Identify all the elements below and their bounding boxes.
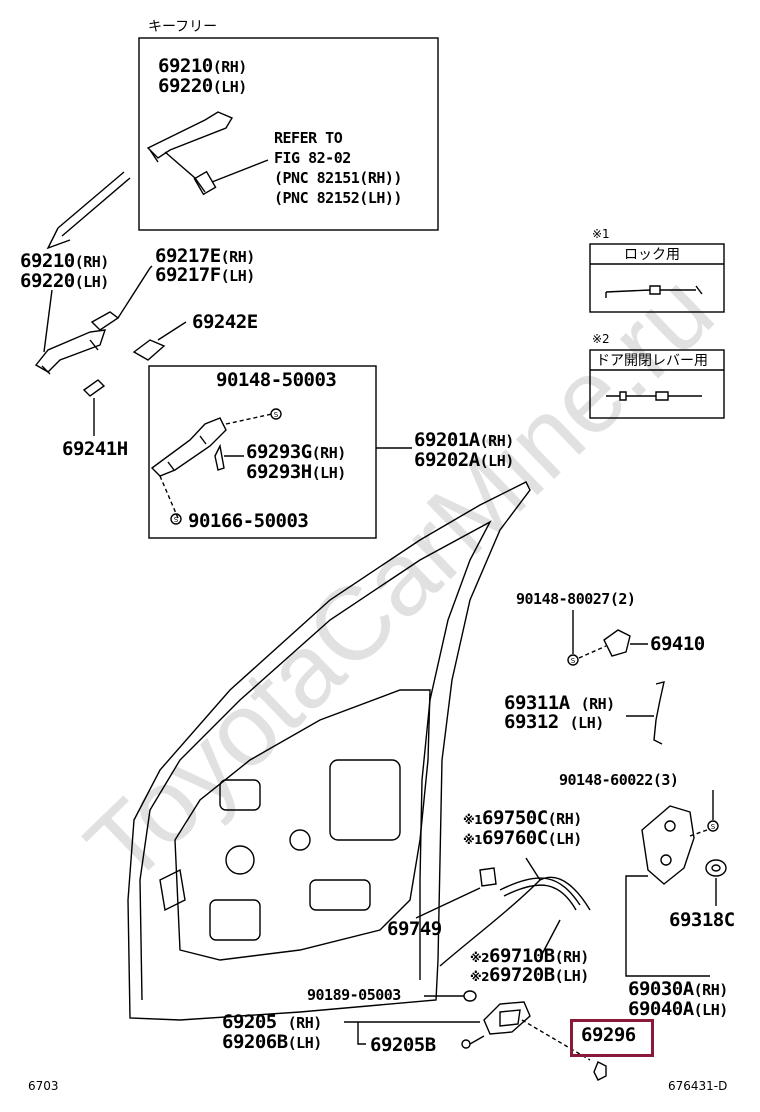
arrow-icon	[46, 177, 131, 250]
note-1-label: ロック用	[624, 247, 680, 263]
part-69750c[interactable]: ※169750C(RH)	[463, 807, 582, 829]
note-2-mark: ※2	[592, 332, 610, 346]
door-panel	[127, 481, 531, 1021]
inside-handle	[483, 1001, 531, 1035]
keyfree-box	[138, 37, 439, 231]
pad-69241h	[82, 379, 106, 397]
part-69220[interactable]: 69220(LH)	[20, 270, 109, 292]
part-69205[interactable]: 69205 (RH)	[222, 1011, 322, 1033]
part-69293h[interactable]: 69293H(LH)	[246, 461, 346, 483]
part-69210-keyfree[interactable]: 69210(RH)	[158, 55, 247, 77]
cap-69318c	[705, 859, 727, 877]
screw-marker: S	[274, 411, 279, 419]
handle-frame	[150, 417, 227, 477]
clip-69749	[479, 867, 497, 887]
part-69410[interactable]: 69410	[650, 633, 705, 655]
screw-marker: S	[711, 823, 716, 831]
refer-line-2[interactable]: FIG 82-02	[274, 149, 351, 167]
part-69217f[interactable]: 69217F(LH)	[155, 264, 255, 286]
screw-90166-50003[interactable]: 90166-50003	[188, 510, 309, 532]
part-69241h[interactable]: 69241H	[62, 438, 128, 460]
footer-right-code: 676431-D	[668, 1079, 728, 1093]
legend-box-1	[589, 243, 725, 313]
screw-marker: S	[571, 657, 576, 665]
part-69217e[interactable]: 69217E(RH)	[155, 245, 255, 267]
part-69293g[interactable]: 69293G(RH)	[246, 441, 346, 463]
refer-line-1: REFER TO	[274, 129, 343, 147]
part-69040a[interactable]: 69040A(LH)	[628, 998, 728, 1020]
screw-90148-80027[interactable]: 90148-80027(2)	[516, 590, 636, 608]
part-69720b[interactable]: ※269720B(LH)	[470, 964, 589, 986]
pad-69242e	[132, 339, 166, 361]
part-69242e[interactable]: 69242E	[192, 311, 258, 333]
lock-69030a	[641, 805, 695, 885]
footer-left-code: 6703	[28, 1079, 59, 1093]
part-69202a[interactable]: 69202A(LH)	[414, 449, 514, 471]
part-69749[interactable]: 69749	[387, 918, 442, 940]
part-69030a[interactable]: 69030A(RH)	[628, 978, 728, 1000]
screw-marker: S	[174, 516, 179, 524]
handle-cap	[90, 311, 120, 331]
part-69318c[interactable]: 69318C	[669, 909, 735, 931]
cable-69750c	[499, 877, 581, 906]
frame-box	[148, 365, 377, 539]
note-2-label: ドア開閉レバー用	[596, 353, 708, 369]
cable-69710b	[439, 876, 591, 967]
screw-90189-05003[interactable]: 90189-05003	[307, 986, 401, 1004]
part-69210[interactable]: 69210(RH)	[20, 250, 109, 272]
keyfree-handle	[146, 111, 234, 159]
refer-line-4: (PNC 82152(LH))	[274, 189, 402, 207]
note-1-mark: ※1	[592, 227, 610, 241]
highlight-box	[570, 1019, 654, 1057]
part-69760c[interactable]: ※169760C(LH)	[463, 827, 582, 849]
screw-90148-50003[interactable]: 90148-50003	[216, 369, 337, 391]
part-69296[interactable]: 69296	[581, 1024, 636, 1046]
keyfree-title: キーフリー	[148, 19, 218, 35]
part-69220-keyfree[interactable]: 69220(LH)	[158, 75, 247, 97]
legend-box-2	[589, 349, 725, 419]
bracket-69410	[603, 629, 631, 657]
part-69710b[interactable]: ※269710B(RH)	[470, 945, 589, 967]
rod-69311a	[653, 681, 665, 745]
screw-90148-60022[interactable]: 90148-60022(3)	[559, 771, 679, 789]
screw-69296	[593, 1061, 607, 1081]
part-69206b[interactable]: 69206B(LH)	[222, 1031, 322, 1053]
refer-line-3: (PNC 82151(RH))	[274, 169, 402, 187]
part-69312[interactable]: 69312 (LH)	[504, 711, 604, 733]
part-69201a[interactable]: 69201A(RH)	[414, 429, 514, 451]
outer-handle	[34, 329, 107, 373]
part-69311a[interactable]: 69311A (RH)	[504, 692, 615, 714]
part-69205b[interactable]: 69205B	[370, 1034, 436, 1056]
